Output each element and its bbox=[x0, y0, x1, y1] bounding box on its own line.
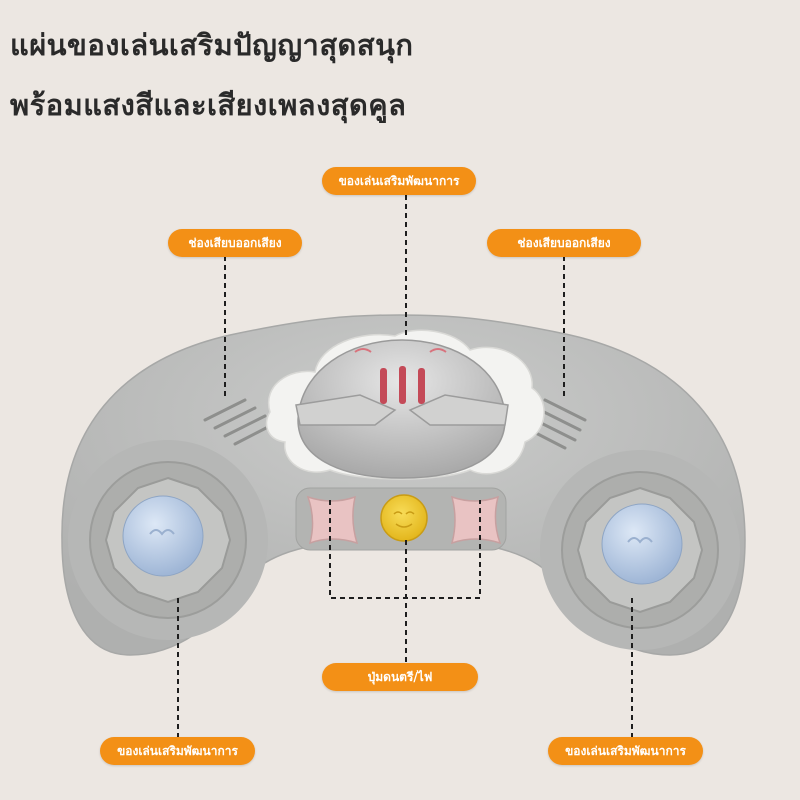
left-speaker-grille bbox=[203, 398, 272, 446]
right-pink-button bbox=[450, 495, 502, 545]
label-speaker-right: ช่องเสียบออกเสียง bbox=[487, 229, 641, 257]
callout-lines bbox=[177, 195, 633, 738]
center-dome bbox=[295, 339, 509, 479]
heading-line-1: แผ่นของเล่นเสริมปัญญาสุดสนุก bbox=[10, 28, 414, 62]
left-pink-button bbox=[306, 495, 359, 545]
label-speaker-left: ช่องเสียบออกเสียง bbox=[168, 229, 302, 257]
label-top-center: ของเล่นเสริมพัฒนาการ bbox=[322, 167, 476, 195]
label-bottom-left: ของเล่นเสริมพัฒนาการ bbox=[100, 737, 255, 765]
label-music-light-button: ปุ่มดนตรี/ไฟ bbox=[322, 663, 478, 691]
label-bottom-right: ของเล่นเสริมพัฒนาการ bbox=[548, 737, 703, 765]
left-knob-assembly bbox=[68, 440, 268, 640]
left-knob-cap bbox=[122, 495, 204, 577]
heading-line-2: พร้อมแสงสีและเสียงเพลงสุดคูล bbox=[10, 88, 407, 122]
right-knob-assembly bbox=[540, 450, 740, 650]
music-light-buttons bbox=[295, 487, 507, 551]
yellow-light-button bbox=[380, 494, 428, 542]
right-knob-cap bbox=[601, 503, 683, 585]
